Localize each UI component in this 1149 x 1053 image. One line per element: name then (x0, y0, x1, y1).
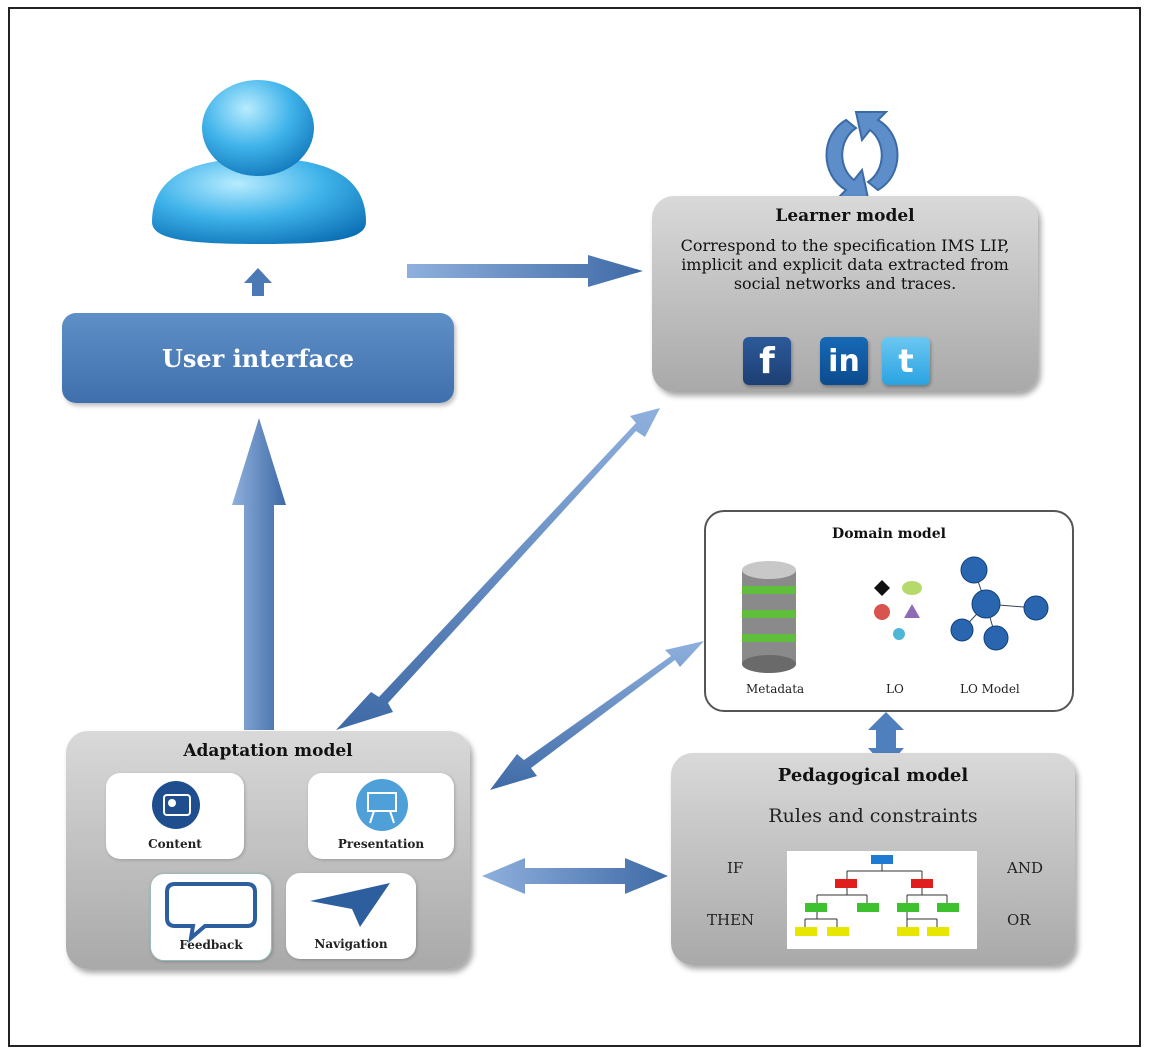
database-icon (742, 561, 796, 673)
and-keyword: AND (1007, 859, 1043, 877)
adaptation-model-box: Adaptation model Content Presentation Fe… (66, 731, 470, 969)
then-keyword: THEN (707, 911, 755, 929)
or-keyword: OR (1007, 911, 1031, 929)
arrow-user-to-learner (407, 255, 643, 287)
user-interface-box: User interface (62, 313, 454, 403)
arrow-ui-to-user (244, 268, 272, 296)
domain-model-title: Domain model (832, 526, 946, 542)
arrow-adaptation-pedagogical (482, 858, 668, 894)
feedback-label: Feedback (179, 938, 243, 952)
navigation-tile: Navigation (286, 873, 416, 959)
domain-model-box: Domain model Metadata (704, 510, 1074, 712)
feedback-tile: Feedback (150, 873, 272, 961)
content-icon (152, 781, 200, 829)
twitter-icon: t (882, 337, 930, 385)
learning-objects-icon (874, 580, 922, 640)
facebook-icon: f (743, 337, 791, 385)
content-tile: Content (106, 773, 244, 859)
user-interface-label: User interface (161, 343, 355, 373)
navigation-arrow-icon (310, 883, 390, 927)
if-keyword: IF (727, 859, 744, 877)
navigation-label: Navigation (314, 937, 388, 951)
presentation-tile: Presentation (308, 773, 454, 859)
learner-model-description: Correspond to the specification IMS LIP,… (680, 236, 1010, 293)
pedagogical-model-subtitle: Rules and constraints (768, 805, 978, 827)
metadata-label: Metadata (746, 682, 805, 696)
rule-tree-diagram (787, 851, 977, 949)
diagram-frame (8, 7, 1141, 1047)
learner-model-title: Learner model (775, 206, 915, 226)
lo-label: LO (886, 682, 904, 696)
adaptation-model-title: Adaptation model (183, 741, 353, 761)
presentation-label: Presentation (337, 837, 425, 851)
content-label: Content (148, 837, 202, 851)
refresh-icon (825, 111, 899, 199)
arrow-adaptation-to-ui (232, 418, 286, 730)
arrow-domain-adaptation (490, 641, 704, 790)
arrow-learner-adaptation (336, 408, 660, 730)
pedagogical-model-title: Pedagogical model (777, 765, 969, 786)
lo-model-label: LO Model (960, 682, 1020, 696)
domain-icons (742, 556, 1049, 673)
speech-bubble-icon (165, 882, 257, 944)
presentation-icon (356, 779, 408, 831)
linkedin-icon: in (820, 337, 868, 385)
lo-model-network-icon (950, 556, 1049, 651)
pedagogical-model-box: Pedagogical model Rules and constraints … (671, 753, 1075, 965)
user-avatar-icon (152, 80, 366, 244)
rule-tree-icon (795, 855, 959, 936)
